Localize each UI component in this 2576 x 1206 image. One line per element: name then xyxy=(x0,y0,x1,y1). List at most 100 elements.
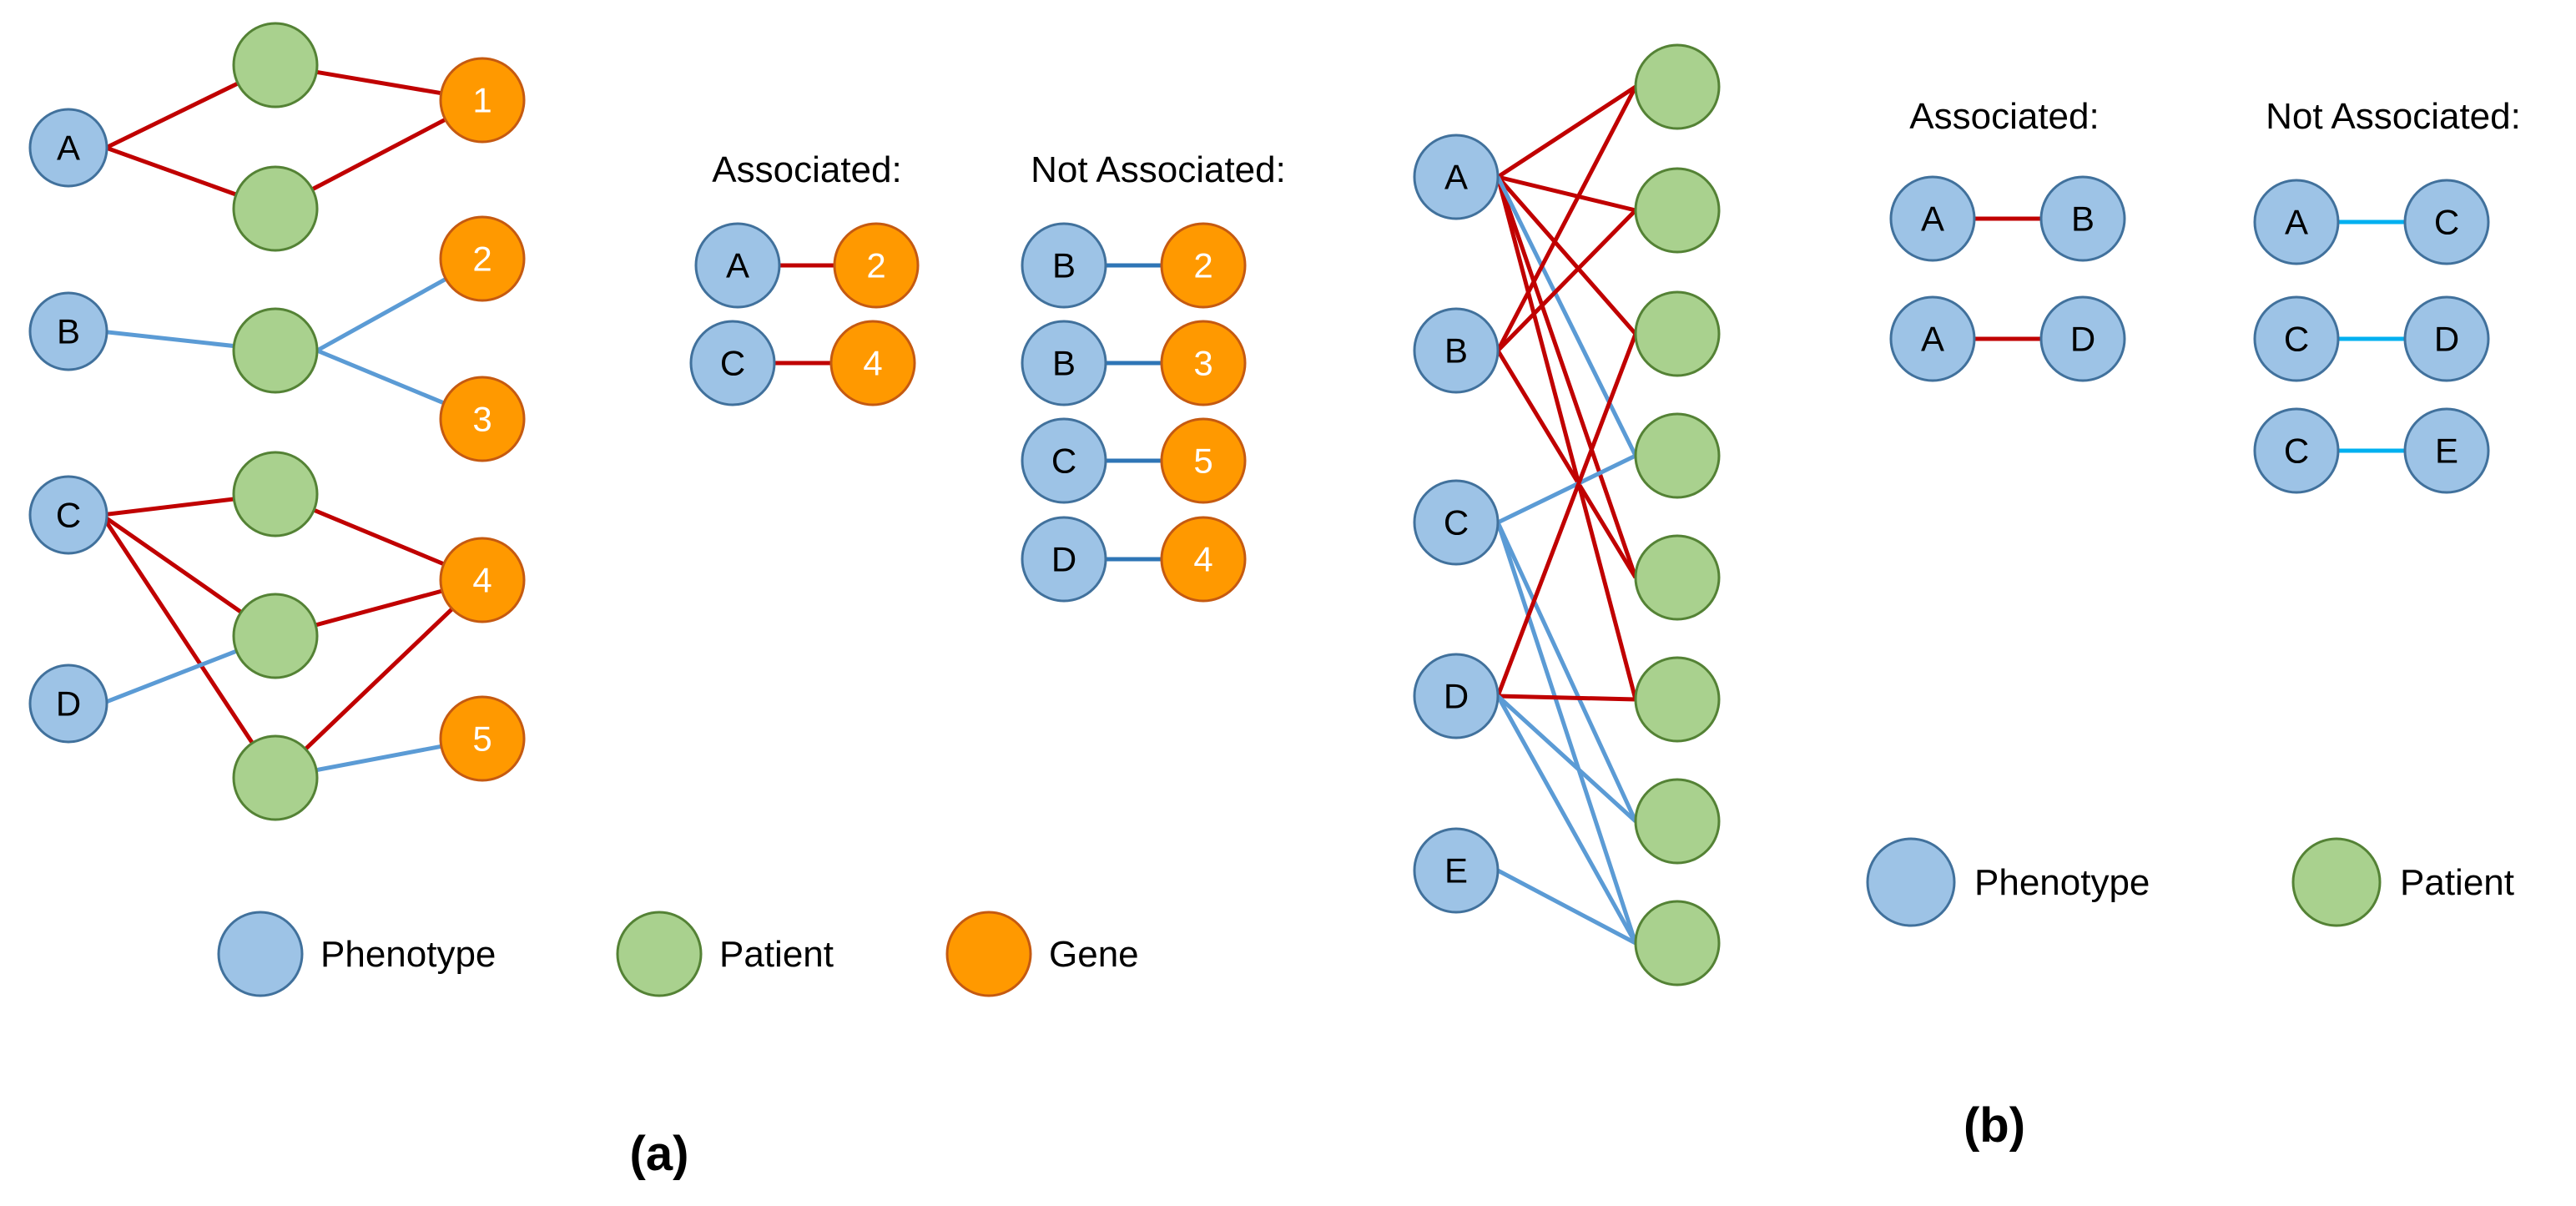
edge-associated xyxy=(1497,174,1636,213)
svg-text:E: E xyxy=(2435,431,2458,471)
svg-text:B: B xyxy=(2071,199,2095,239)
edge-associated xyxy=(1496,175,1637,336)
patient-node xyxy=(1634,167,1721,254)
svg-text:2: 2 xyxy=(866,246,885,285)
edge-associated xyxy=(1495,85,1638,352)
svg-text:A: A xyxy=(1921,199,1944,239)
patient-node xyxy=(1634,43,1721,130)
legend-phenotype-label: Phenotype xyxy=(1974,862,2150,903)
svg-text:A: A xyxy=(1444,158,1468,197)
not-associated-pair: B 2 xyxy=(1021,222,1247,309)
edge-associated xyxy=(1496,84,1637,179)
edge-associated xyxy=(99,513,278,780)
patient-node xyxy=(232,22,319,108)
patient-node xyxy=(232,734,319,821)
associated-pair: A D xyxy=(1889,295,2126,382)
panel-a-patients xyxy=(232,22,319,821)
svg-text:D: D xyxy=(2070,320,2095,359)
svg-text:3: 3 xyxy=(1193,344,1212,383)
svg-text:C: C xyxy=(1444,503,1469,542)
edge-not-associated xyxy=(1495,175,1638,457)
edge-associated xyxy=(1497,694,1636,702)
panel-b-patients xyxy=(1634,43,1721,986)
edge-associated xyxy=(1495,333,1638,697)
legend-patient-label: Patient xyxy=(2400,862,2514,903)
svg-text:C: C xyxy=(2284,431,2309,471)
svg-text:4: 4 xyxy=(1193,540,1212,579)
svg-text:2: 2 xyxy=(1193,246,1212,285)
not-associated-pair: C D xyxy=(2253,295,2490,382)
patient-node xyxy=(1634,534,1721,621)
phenotype-node-d: D xyxy=(1413,653,1500,739)
edge-not-associated xyxy=(1496,868,1637,946)
svg-text:1: 1 xyxy=(472,81,492,120)
edge-not-associated xyxy=(1496,694,1637,823)
legend-phenotype-swatch xyxy=(217,911,304,997)
edge-associated xyxy=(1496,209,1637,352)
gene-node-1: 1 xyxy=(439,57,526,144)
panel-b-edges xyxy=(1495,84,1638,946)
patient-node xyxy=(232,451,319,537)
svg-text:B: B xyxy=(1052,344,1076,383)
patient-node xyxy=(232,593,319,679)
patient-node xyxy=(1634,290,1721,377)
not-associated-pair: D 4 xyxy=(1021,516,1247,603)
edge-not-associated xyxy=(1495,522,1638,944)
svg-text:3: 3 xyxy=(472,400,492,439)
not-associated-heading: Not Associated: xyxy=(2266,96,2521,137)
phenotype-node-d: D xyxy=(28,664,108,744)
edge-not-associated xyxy=(1495,694,1638,945)
panel-b-not-associated-list: Not Associated: A C C D C E xyxy=(2253,96,2521,494)
svg-text:A: A xyxy=(726,246,749,285)
svg-text:4: 4 xyxy=(472,561,492,600)
edge-associated xyxy=(1495,176,1638,578)
gene-node-3: 3 xyxy=(439,376,526,462)
patient-node xyxy=(1634,656,1721,743)
patient-node xyxy=(1634,778,1721,865)
svg-text:D: D xyxy=(1051,540,1076,579)
svg-text:C: C xyxy=(56,496,81,535)
edge-associated xyxy=(1495,349,1638,579)
not-associated-pair: C 5 xyxy=(1021,417,1247,504)
associated-pair: C 4 xyxy=(689,320,916,406)
phenotype-node-b: B xyxy=(28,291,108,371)
panel-b-legend: Phenotype Patient xyxy=(1866,837,2514,927)
svg-text:C: C xyxy=(2284,320,2309,359)
panel-b-label: (b) xyxy=(1964,1098,2025,1153)
phenotype-node-a: A xyxy=(1413,134,1500,220)
phenotype-node-c: C xyxy=(28,475,108,555)
svg-text:A: A xyxy=(1921,320,1944,359)
edge-associated xyxy=(1495,176,1638,700)
svg-text:5: 5 xyxy=(472,719,492,759)
panel-b: A B C D E xyxy=(1413,43,2521,1153)
svg-text:B: B xyxy=(57,312,80,351)
legend-patient-label: Patient xyxy=(719,934,834,975)
svg-text:C: C xyxy=(720,344,745,383)
svg-text:2: 2 xyxy=(472,240,492,279)
svg-text:A: A xyxy=(57,129,80,168)
associated-pair: A 2 xyxy=(694,222,920,309)
not-associated-pair: C E xyxy=(2253,407,2490,494)
not-associated-heading: Not Associated: xyxy=(1031,149,1286,190)
panel-a: A B C D xyxy=(28,22,1286,1181)
phenotype-node-c: C xyxy=(1413,479,1500,566)
edge-not-associated xyxy=(1495,521,1638,823)
not-associated-pair: A C xyxy=(2253,179,2490,265)
svg-text:C: C xyxy=(2434,203,2459,242)
panel-a-genes: 1 2 3 4 5 xyxy=(439,57,526,782)
not-associated-pair: B 3 xyxy=(1021,320,1247,406)
patient-node xyxy=(1634,412,1721,499)
svg-text:4: 4 xyxy=(863,344,882,383)
legend-patient-swatch xyxy=(2291,837,2382,927)
patient-node xyxy=(1634,900,1721,986)
gene-node-5: 5 xyxy=(439,695,526,782)
svg-text:E: E xyxy=(1444,851,1468,891)
svg-text:B: B xyxy=(1052,246,1076,285)
svg-text:D: D xyxy=(56,684,81,724)
patient-node xyxy=(232,307,319,394)
associated-pair: A B xyxy=(1889,175,2126,262)
panel-b-phenotypes: A B C D E xyxy=(1413,134,1500,914)
svg-text:D: D xyxy=(1444,677,1469,716)
patient-node xyxy=(232,165,319,252)
legend-phenotype-label: Phenotype xyxy=(320,934,496,975)
